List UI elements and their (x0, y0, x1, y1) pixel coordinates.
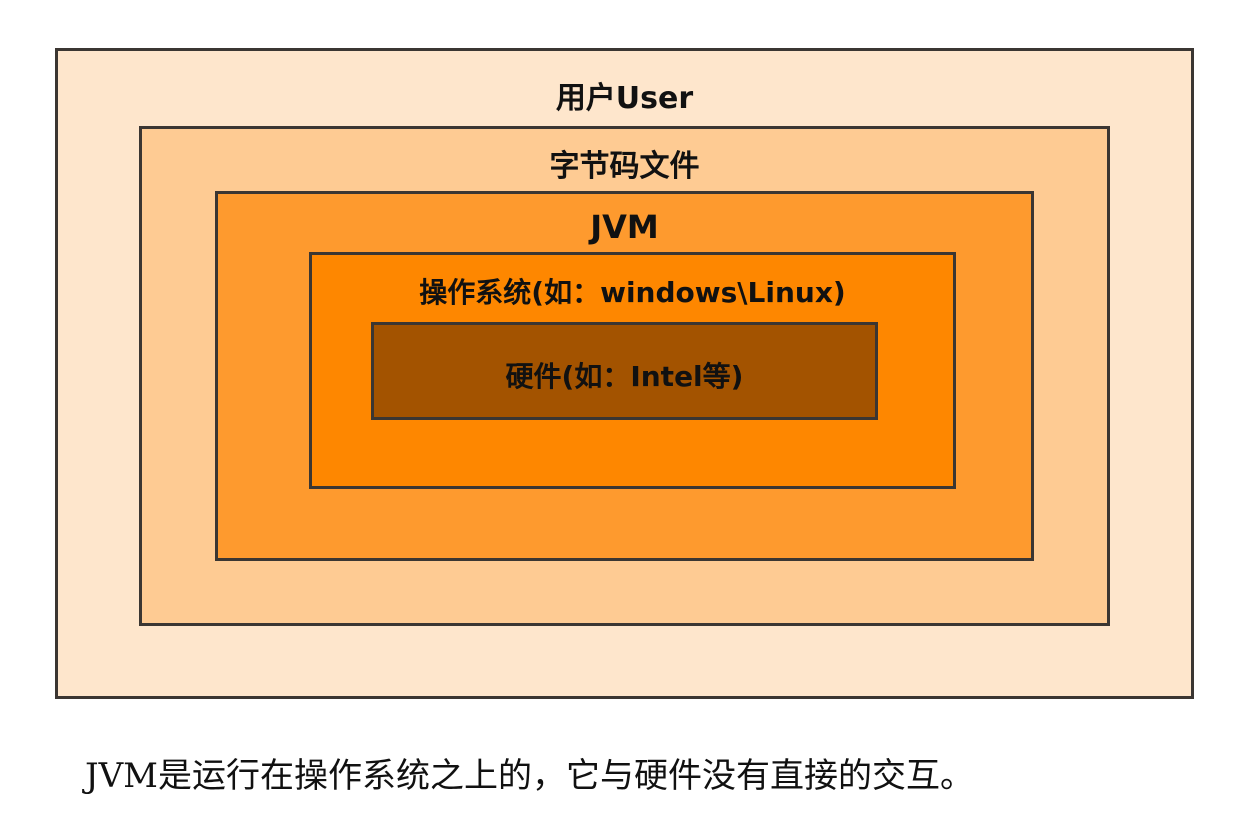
layer-hardware: 硬件(如：Intel等) (371, 322, 878, 420)
layer-hardware-label: 硬件(如：Intel等) (505, 360, 744, 393)
layer-jvm-label: JVM (590, 208, 659, 246)
layer-os-label: 操作系统(如：windows\Linux) (419, 276, 846, 309)
layer-bytecode-label: 字节码文件 (549, 149, 700, 184)
layer-user-label: 用户User (555, 81, 694, 116)
caption: JVM是运行在操作系统之上的，它与硬件没有直接的交互。 (85, 756, 974, 796)
